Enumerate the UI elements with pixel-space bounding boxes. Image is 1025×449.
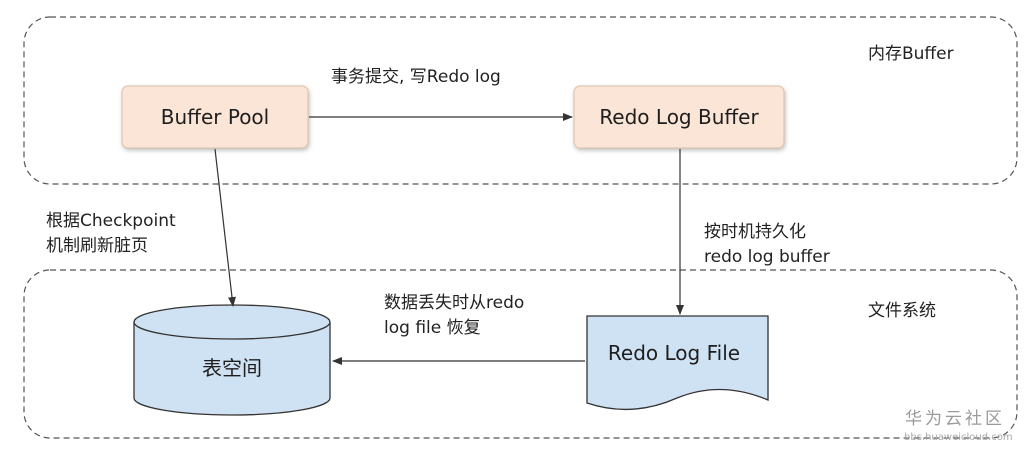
redo-log-file-label: Redo Log File (608, 341, 740, 365)
checkpoint-label-line2: 机制刷新脏页 (46, 236, 148, 256)
persist-label-line1: 按时机持久化 (704, 222, 806, 242)
recover-label-line1: 数据丢失时从redo (384, 293, 524, 313)
buffer-pool-label: Buffer Pool (161, 105, 269, 129)
persist-label-line2: redo log buffer (704, 247, 830, 267)
filesystem-region-label: 文件系统 (868, 301, 936, 321)
checkpoint-label-line1: 根据Checkpoint (46, 211, 176, 231)
watermark-url: bbs.huaweicloud.com (904, 432, 1013, 443)
redo-log-buffer-node: Redo Log Buffer (573, 85, 785, 149)
buffer-pool-node: Buffer Pool (121, 85, 309, 149)
commit-arrow-label: 事务提交, 写Redo log (331, 67, 501, 87)
checkpoint-arrow (214, 148, 236, 307)
memory-buffer-region (23, 16, 1018, 185)
recover-label-line2: log file 恢复 (384, 318, 481, 338)
memory-buffer-region-label: 内存Buffer (868, 44, 954, 64)
watermark-brand: 华为云社区 (905, 409, 1005, 429)
filesystem-region (23, 269, 1018, 439)
redo-log-buffer-label: Redo Log Buffer (599, 105, 759, 129)
redo-log-file-node: Redo Log File (586, 315, 769, 411)
tablespace-label: 表空间 (202, 356, 262, 380)
tablespace-node: 表空间 (133, 304, 331, 416)
